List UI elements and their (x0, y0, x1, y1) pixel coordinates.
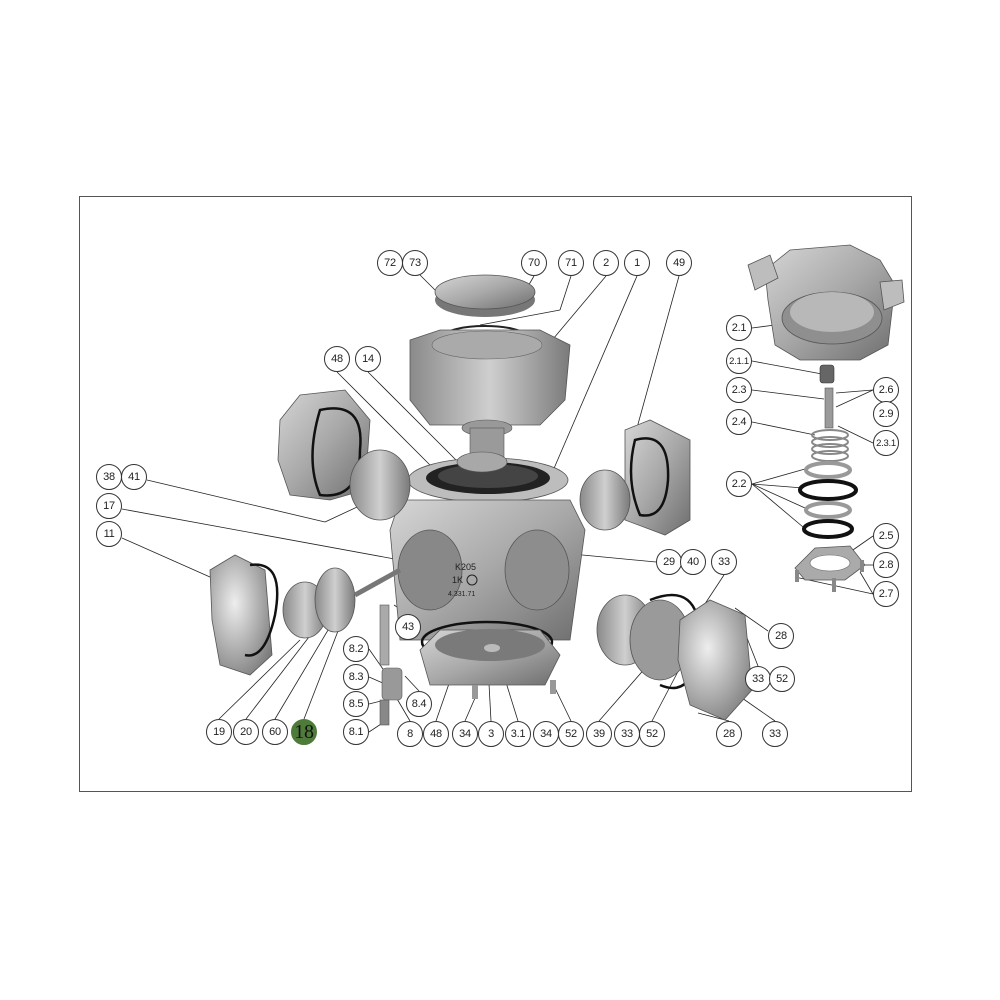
bottom-cover-part-3 (419, 620, 561, 699)
callout-part-52: 52 (558, 721, 584, 747)
callout-part-72: 72 (377, 250, 403, 276)
callout-part-40: 40 (680, 549, 706, 575)
callout-part-43: 43 (395, 614, 421, 640)
callout-part-2-6: 2.6 (873, 377, 899, 403)
callout-part-49: 49 (666, 250, 692, 276)
callout-part-11: 11 (96, 521, 122, 547)
callout-part-33: 33 (614, 721, 640, 747)
part-2-housing-exploded (747, 244, 905, 592)
callout-part-38: 38 (96, 464, 122, 490)
lever-part-8 (379, 604, 403, 726)
callout-part-1: 1 (624, 250, 650, 276)
callout-part-41: 41 (121, 464, 147, 490)
callout-part-8-3: 8.3 (343, 664, 369, 690)
callout-part-2-7: 2.7 (873, 581, 899, 607)
callout-part-2-5: 2.5 (873, 523, 899, 549)
callout-part-2-1-1: 2.1.1 (726, 348, 752, 374)
callout-part-33: 33 (711, 549, 737, 575)
callout-part-2-3: 2.3 (726, 377, 752, 403)
callout-part-33: 33 (745, 666, 771, 692)
body-marking-model: K205 (455, 562, 476, 572)
drawing-frame (79, 196, 912, 792)
callout-part-3: 3 (478, 721, 504, 747)
callout-part-48: 48 (423, 721, 449, 747)
left-upper-chamber (277, 389, 411, 521)
callout-part-14: 14 (355, 346, 381, 372)
callout-part-8-2: 8.2 (343, 636, 369, 662)
right-lower-chamber (596, 593, 753, 721)
callout-part-2-1: 2.1 (726, 315, 752, 341)
callout-part-28: 28 (768, 623, 794, 649)
body-marking-class: 1K (452, 575, 463, 585)
callout-part-60: 60 (262, 719, 288, 745)
callout-part-52: 52 (639, 721, 665, 747)
callout-part-2-4: 2.4 (726, 409, 752, 435)
callout-part-8-5: 8.5 (343, 691, 369, 717)
callout-part-39: 39 (586, 721, 612, 747)
callout-part-2-2: 2.2 (726, 471, 752, 497)
callout-part-2-8: 2.8 (873, 552, 899, 578)
callout-part-3-1: 3.1 (505, 721, 531, 747)
callout-part-70: 70 (521, 250, 547, 276)
callout-part-8-4: 8.4 (406, 691, 432, 717)
main-body: K205 1K 4.331.71 (389, 451, 586, 641)
callout-part-48: 48 (324, 346, 350, 372)
right-upper-chamber (579, 419, 691, 536)
callout-part-17: 17 (96, 493, 122, 519)
top-cover-assembly (409, 274, 571, 459)
callout-part-18: 18 (291, 719, 317, 745)
callout-part-28: 28 (716, 721, 742, 747)
left-lower-chamber (209, 554, 402, 676)
callout-part-2: 2 (593, 250, 619, 276)
callout-part-33: 33 (762, 721, 788, 747)
callout-part-20: 20 (233, 719, 259, 745)
callout-part-19: 19 (206, 719, 232, 745)
callout-part-8-1: 8.1 (343, 719, 369, 745)
callout-part-34: 34 (452, 721, 478, 747)
callout-part-8: 8 (397, 721, 423, 747)
callout-part-2-9: 2.9 (873, 401, 899, 427)
callout-part-52: 52 (769, 666, 795, 692)
callout-part-73: 73 (402, 250, 428, 276)
leader-lines (121, 274, 874, 733)
callout-part-2-3-1: 2.3.1 (873, 430, 899, 456)
callout-part-29: 29 (656, 549, 682, 575)
callout-part-34: 34 (533, 721, 559, 747)
body-marking-number: 4.331.71 (448, 591, 475, 598)
callout-part-71: 71 (558, 250, 584, 276)
